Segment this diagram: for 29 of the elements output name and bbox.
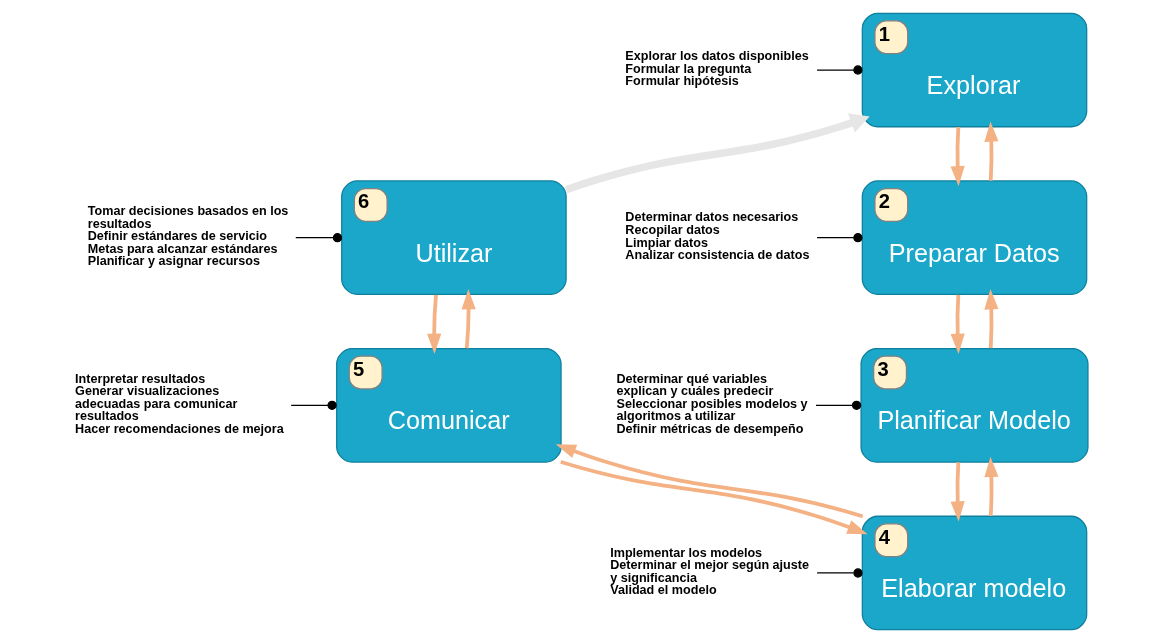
connector xyxy=(816,568,863,578)
node-box: 2 Preparar Datos xyxy=(861,180,1088,296)
arrow xyxy=(950,462,965,522)
node-text: Implementar los modelos Determinar el mejor según ajuste y significancia Validad el modelo xyxy=(610,545,809,598)
node-box: 6 Utilizar xyxy=(341,180,567,296)
node-text: Determinar datos necesarios Recopilar datos Limpiar datos Analizar consistencia de datos xyxy=(625,210,810,263)
arrow xyxy=(564,113,870,194)
node-text: Tomar decisiones basados en los resultados Definir estándares de servicio Metas para alcanzar estándares Planificar y asignar recursos xyxy=(87,203,289,269)
node-text: Explorar los datos disponibles Formular la pregunta Formular hipótesis xyxy=(625,48,809,89)
arrow xyxy=(559,460,868,535)
arrow xyxy=(950,127,965,187)
arrow xyxy=(461,289,476,349)
connector xyxy=(290,400,337,410)
arrow xyxy=(555,444,865,519)
arrow xyxy=(984,121,999,181)
node-box: 3 Planificar Modelo xyxy=(860,347,1089,463)
arrow xyxy=(950,294,965,354)
connector xyxy=(815,400,862,410)
node-text: Interpretar resultados Generar visualizaciones adecuadas para comunicar resultados Hacer recomendaciones de mejora xyxy=(75,371,284,437)
node-box: 1 Explorar xyxy=(861,12,1088,128)
arrow xyxy=(984,289,999,349)
node-box: 5 Comunicar xyxy=(336,347,562,463)
connector xyxy=(816,65,863,75)
arrow xyxy=(427,294,442,354)
connector xyxy=(295,233,343,243)
node-box: 4 Elaborar modelo xyxy=(861,515,1088,631)
connector xyxy=(816,233,863,243)
node-text: Determinar qué variables explican y cuáles predecir Seleccionar posibles modelos y algoritmos a utilizar Definir métricas de desempeño xyxy=(616,371,808,437)
arrow xyxy=(984,456,999,516)
